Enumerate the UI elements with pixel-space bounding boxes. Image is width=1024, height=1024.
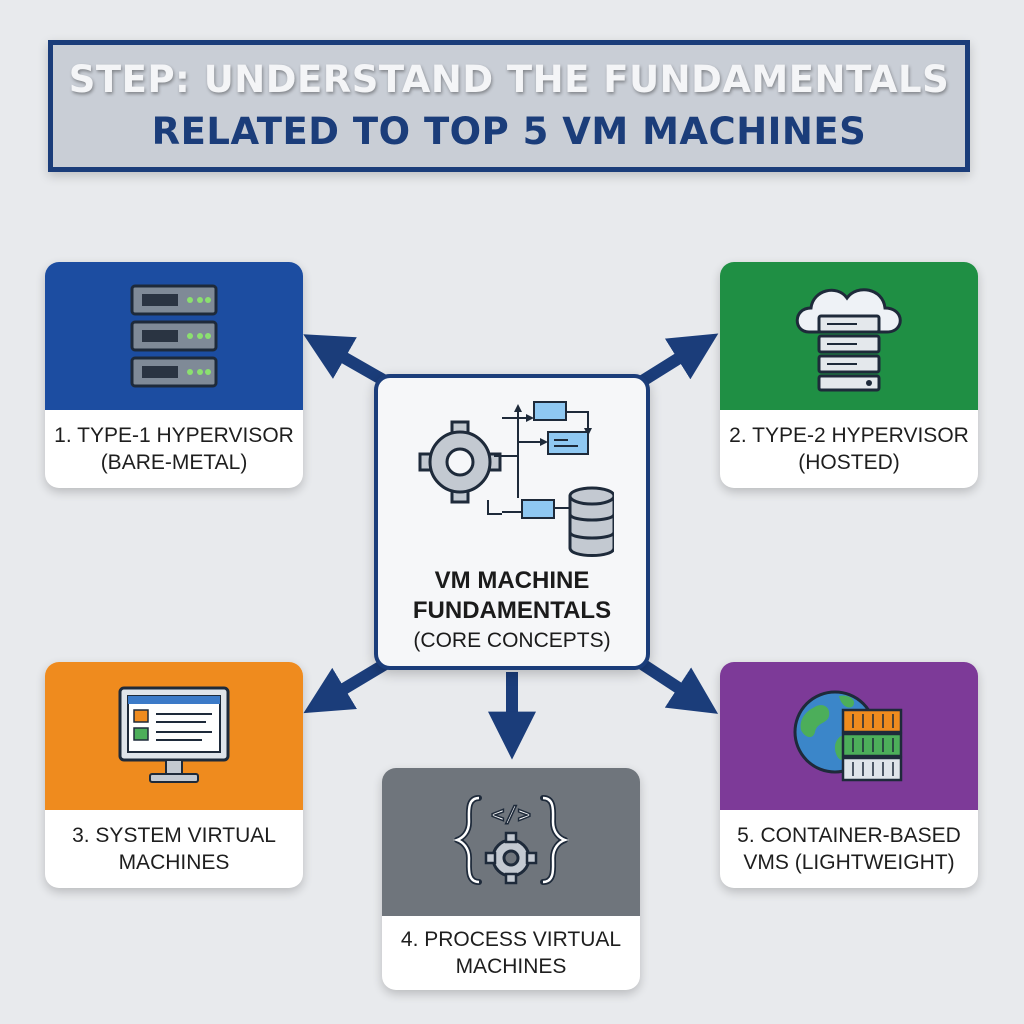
monitor-icon	[118, 686, 230, 783]
card-3-label: 3. SYSTEM VIRTUAL MACHINES	[45, 810, 303, 888]
card-3-header	[45, 662, 303, 810]
title-line-2: RELATED TO TOP 5 VM MACHINES	[151, 110, 867, 153]
svg-text:</>: </>	[491, 803, 531, 828]
vm-box-icons	[521, 401, 589, 519]
card-type1-hypervisor: 1. TYPE-1 HYPERVISOR (BARE-METAL)	[45, 262, 303, 488]
card-process-vm: </> 4. PROCESS VIRTUAL MACHINES	[382, 768, 640, 990]
database-icon	[568, 486, 614, 557]
card-5-label: 5. CONTAINER-BASED VMS (LIGHTWEIGHT)	[720, 810, 978, 888]
title-line-1: STEP: UNDERSTAND THE FUNDAMENTALS	[68, 58, 950, 101]
arrow-to-card-2	[632, 333, 719, 391]
flowchart-icon	[418, 401, 614, 557]
gear-icon	[418, 420, 502, 504]
card-5-header	[720, 662, 978, 810]
card-2-label-line-2: (HOSTED)	[798, 451, 900, 474]
arrow-to-card-5	[632, 654, 719, 714]
center-title-line-2: FUNDAMENTALS	[412, 597, 612, 624]
card-4-label-line-2: MACHINES	[455, 955, 567, 978]
card-3-label-line-2: MACHINES	[118, 851, 230, 874]
card-5-label-line-2: VMS (LIGHTWEIGHT)	[743, 851, 955, 874]
cloud-server-icon	[795, 288, 902, 392]
center-hub: VM MACHINE FUNDAMENTALS (CORE CONCEPTS)	[374, 374, 650, 670]
card-type2-hypervisor: 2. TYPE-2 HYPERVISOR (HOSTED)	[720, 262, 978, 488]
center-subtitle: (CORE CONCEPTS)	[413, 629, 611, 652]
card-system-vm: 3. SYSTEM VIRTUAL MACHINES	[45, 662, 303, 888]
card-1-label-line-1: 1. TYPE-1 HYPERVISOR	[54, 424, 294, 447]
globe-containers-icon	[793, 690, 903, 782]
title-banner: STEP: UNDERSTAND THE FUNDAMENTALS RELATE…	[48, 40, 970, 172]
card-1-header	[45, 262, 303, 410]
card-5-label-line-1: 5. CONTAINER-BASED	[737, 824, 961, 847]
center-title: VM MACHINE FUNDAMENTALS	[378, 566, 646, 626]
card-container-vm: 5. CONTAINER-BASED VMS (LIGHTWEIGHT)	[720, 662, 978, 888]
card-4-label-line-1: 4. PROCESS VIRTUAL	[400, 928, 622, 951]
card-4-label: 4. PROCESS VIRTUAL MACHINES	[382, 916, 640, 990]
card-2-label: 2. TYPE-2 HYPERVISOR (HOSTED)	[720, 410, 978, 488]
card-1-label-line-2: (BARE-METAL)	[100, 451, 248, 474]
card-2-label-line-1: 2. TYPE-2 HYPERVISOR	[729, 424, 969, 447]
card-4-header: </>	[382, 768, 640, 916]
code-gear-icon: </>	[453, 795, 569, 885]
center-title-line-1: VM MACHINE	[434, 567, 590, 594]
card-2-header	[720, 262, 978, 410]
card-3-label-line-1: 3. SYSTEM VIRTUAL	[72, 824, 276, 847]
card-1-label: 1. TYPE-1 HYPERVISOR (BARE-METAL)	[45, 410, 303, 488]
server-rack-icon	[130, 284, 218, 388]
